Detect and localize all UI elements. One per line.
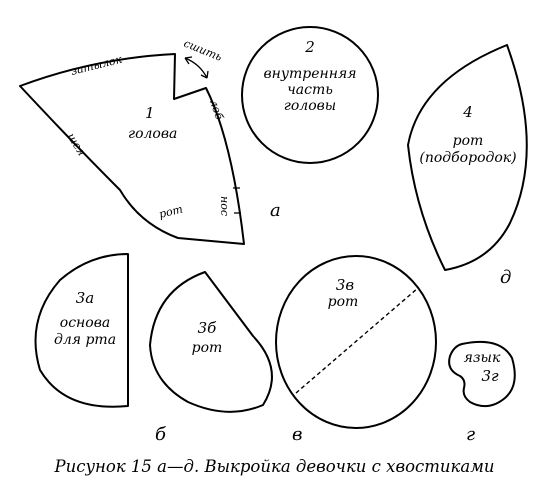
stitch-arrowhead-1 (184, 56, 193, 65)
piece-inner-head: 2 внутренняя часть головы (241, 26, 379, 164)
mouth-chin-number: 4 (462, 103, 473, 121)
inner-head-line2: часть (287, 82, 333, 98)
mouth-b-number: 3б (198, 319, 218, 337)
mouth-base-line2: для рта (54, 332, 116, 348)
mouth-chin-line1: рот (453, 133, 484, 149)
tongue-outline (448, 340, 516, 408)
inner-head-line1: внутренняя (264, 66, 357, 82)
inner-head-line3: головы (284, 98, 336, 114)
tongue-line1: язык (464, 350, 501, 366)
mouth-v-dashed-line (295, 287, 419, 394)
letter-v: в (292, 424, 302, 445)
letter-a: а (270, 200, 281, 221)
letter-d: д (500, 267, 511, 288)
tongue-number: 3г (481, 367, 499, 385)
mouth-chin-outline (407, 44, 528, 271)
mouth-base-outline (34, 253, 129, 408)
inner-head-outline (241, 26, 379, 164)
mouth-v-number: 3в (336, 276, 355, 294)
piece-tongue: язык 3г г (448, 340, 516, 445)
piece-mouth-base: 3а основа для рта б (34, 253, 167, 445)
mouth-b-outline (149, 271, 273, 413)
head-outline (19, 53, 245, 245)
head-number: 1 (145, 104, 155, 122)
mouth-label: рот (158, 202, 185, 220)
mouth-chin-line2: (подбородок) (419, 150, 516, 166)
inner-head-number: 2 (304, 38, 315, 56)
piece-mouth-v: 3в рот в (275, 255, 437, 445)
forehead-label: лоб (207, 98, 226, 122)
piece-head: 1 голова затылок сшить лоб шея рот нос а (19, 37, 281, 245)
letter-g: г (466, 424, 475, 445)
stitch-arrowhead-2 (200, 70, 209, 79)
mouth-b-line1: рот (192, 340, 223, 356)
nose-label: нос (218, 196, 231, 216)
head-name: голова (128, 126, 177, 142)
mouth-v-line1: рот (328, 294, 359, 310)
piece-mouth-chin: 4 рот (подбородок) д (407, 44, 528, 288)
stitch-arrow (184, 57, 208, 79)
letter-b: б (155, 424, 167, 445)
piece-mouth-b: 3б рот (149, 271, 273, 413)
mouth-base-number: 3а (76, 289, 95, 307)
mouth-base-line1: основа (60, 315, 110, 331)
figure-caption: Рисунок 15 а—д. Выкройка девочки с хвост… (54, 457, 495, 476)
